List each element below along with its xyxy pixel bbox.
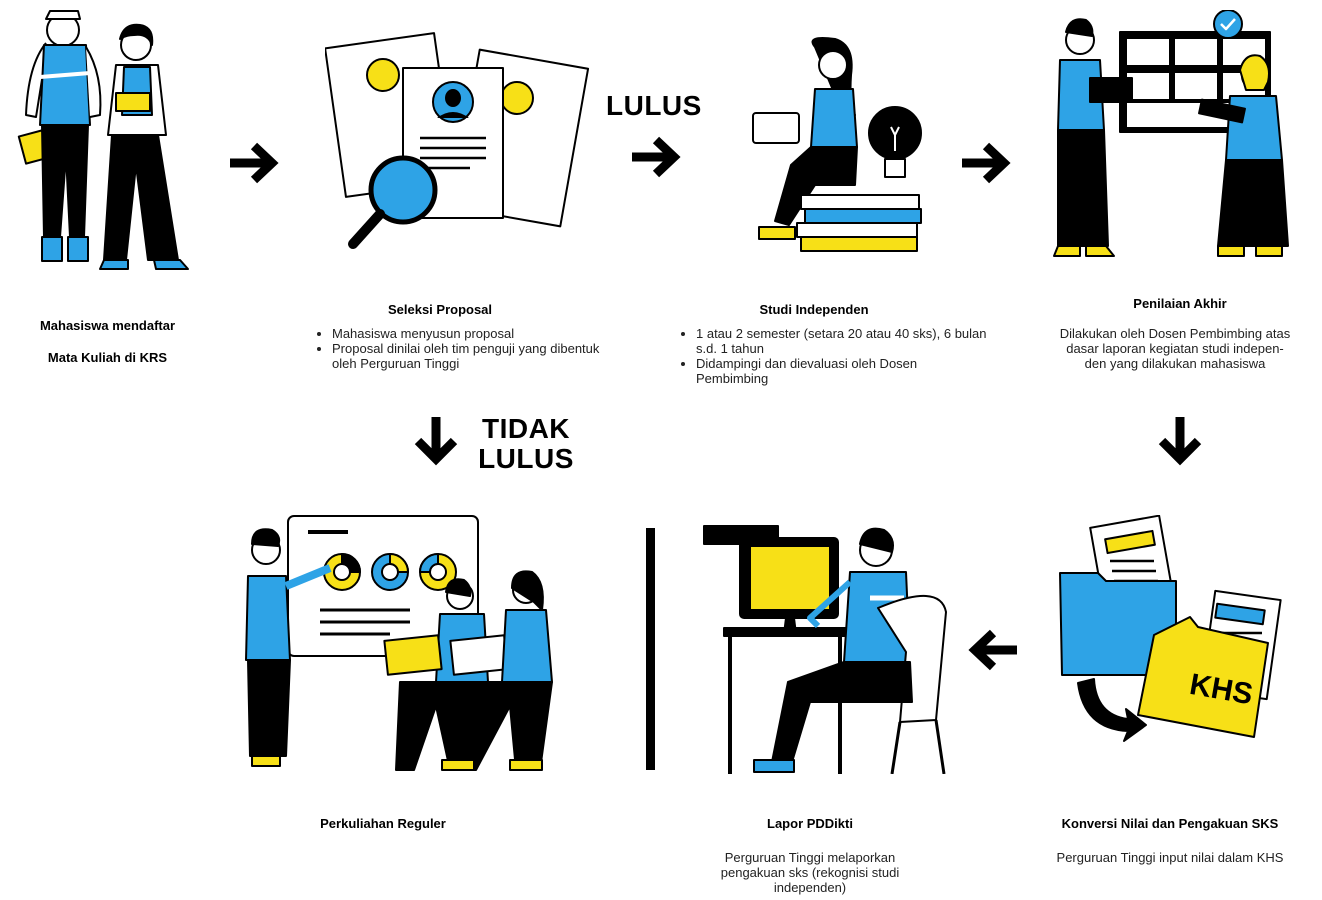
arrow-right-icon xyxy=(962,142,1011,184)
step-report-title: Lapor PDDikti xyxy=(767,816,853,831)
step-assessment-desc: Dilakukan oleh Dosen Pembimbing atas das… xyxy=(1059,326,1291,371)
tidak-lulus-label: TIDAK LULUS xyxy=(474,414,578,474)
step-selection-title: Seleksi Proposal xyxy=(387,302,493,317)
arrow-left-icon xyxy=(968,629,1017,671)
arrow-right-icon xyxy=(230,142,279,184)
step-selection-bullets: Mahasiswa menyusun proposal Proposal din… xyxy=(302,326,622,371)
step-study-title: Studi Independen xyxy=(759,302,869,317)
step-conversion-title: Konversi Nilai dan Pengakuan SKS xyxy=(1061,816,1279,831)
step-register-title: Mahasiswa mendaftar Mata Kuliah di KRS xyxy=(15,302,200,382)
final-assessment-illustration xyxy=(1053,10,1289,257)
arrow-down-icon xyxy=(1158,417,1202,466)
tidak-lulus-line-1: TIDAK xyxy=(481,413,571,444)
vertical-divider xyxy=(646,528,655,770)
lulus-label: LULUS xyxy=(606,90,702,121)
regular-lecture-illustration xyxy=(245,515,553,771)
step-conversion-desc: Perguruan Tinggi input nilai dalam KHS xyxy=(1056,850,1284,865)
students-illustration xyxy=(17,10,189,270)
list-item: Proposal dinilai oleh tim penguji yang d… xyxy=(332,341,622,371)
arrow-right-icon xyxy=(632,136,681,178)
step-register-title-line-1: Mahasiswa mendaftar xyxy=(39,318,176,333)
report-pddikti-illustration xyxy=(703,525,947,774)
step-register-title-line-2: Mata Kuliah di KRS xyxy=(47,350,168,365)
proposal-documents-illustration xyxy=(325,32,590,249)
khs-folders-illustration: KHS xyxy=(1059,515,1282,742)
independent-study-illustration xyxy=(752,37,922,252)
step-assessment-title: Penilaian Akhir xyxy=(1133,296,1227,311)
list-item: 1 atau 2 semester (setara 20 atau 40 sks… xyxy=(696,326,988,356)
step-report-desc: Perguruan Tinggi melaporkan pengakuan sk… xyxy=(720,850,900,895)
step-regular-title: Perkuliahan Reguler xyxy=(320,816,446,831)
tidak-lulus-line-2: LULUS xyxy=(478,443,574,474)
list-item: Didampingi dan dievaluasi oleh Dosen Pem… xyxy=(696,356,988,386)
step-study-bullets: 1 atau 2 semester (setara 20 atau 40 sks… xyxy=(666,326,988,386)
arrow-down-icon xyxy=(414,417,458,466)
list-item: Mahasiswa menyusun proposal xyxy=(332,326,622,341)
